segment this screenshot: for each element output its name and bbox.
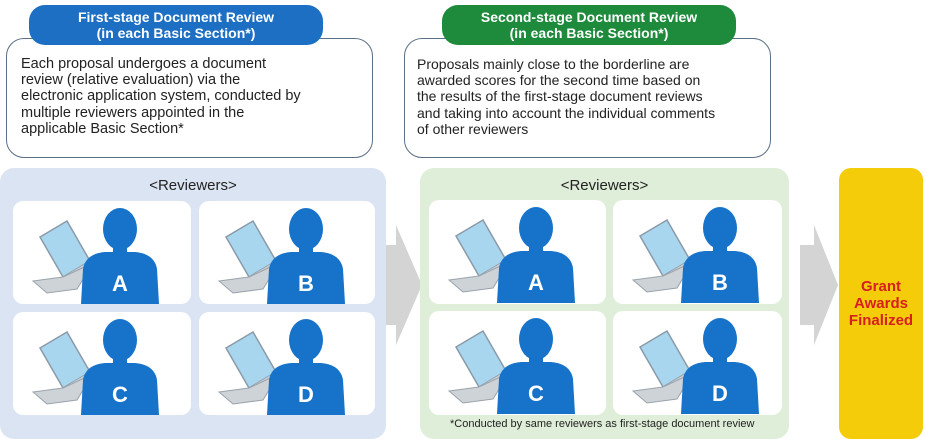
reviewer-person-icon [81,319,159,415]
reviewer-card-b: B [613,200,782,304]
stage1-title: First-stage Document Review (in each Bas… [29,5,323,45]
final-line: Finalized [848,312,914,329]
reviewer-letter: A [528,270,544,295]
final-line: Grant [860,278,901,295]
stage2-desc-line: of other reviewers [417,120,529,137]
stage2-description: Proposals mainly close to the borderline… [404,38,771,158]
stage2-reviewers-panel: <Reviewers> A B C D *Conducted by same r… [420,168,789,439]
reviewer-letter: B [298,271,314,296]
reviewer-letter: D [712,381,728,406]
flow-arrow-2 [800,225,838,345]
stage2-title: Second-stage Document Review (in each Ba… [442,5,736,45]
reviewer-letter: C [528,381,544,406]
reviewer-person-icon [497,207,575,303]
stage1-desc-line: applicable Basic Section* [21,120,184,137]
stage2-footnote: *Conducted by same reviewers as first-st… [450,418,755,430]
reviewer-illustration: A [31,208,159,304]
reviewer-illustration: C [31,319,159,415]
reviewer-person-icon [681,318,759,414]
reviewer-letter: D [298,382,314,407]
reviewer-card-a: A [429,200,606,304]
stage1-title-line2: (in each Basic Section*) [96,25,256,41]
reviewer-person-icon [267,319,345,415]
stage2-desc-line: awarded scores for the second time based… [417,72,701,89]
reviewer-card-d: D [199,312,375,415]
stage1-desc-line: electronic application system, conducted… [21,88,301,105]
stage1-desc-line: multiple reviewers appointed in the [21,104,245,121]
grant-awards-finalized: Grant Awards Finalized [839,168,923,439]
reviewer-letter: A [112,271,128,296]
reviewer-illustration: C [447,318,575,414]
stage2-desc-line: Proposals mainly close to the borderline… [417,56,690,72]
reviewer-letter: B [712,270,728,295]
laptop-icon [31,219,95,294]
reviewer-person-icon [81,208,159,304]
stage2-desc-line: the results of the first-stage document … [417,88,703,105]
reviewer-card-c: C [13,312,191,415]
final-line: Awards [854,295,908,312]
reviewer-card-b: B [199,201,375,304]
reviewer-illustration: D [217,319,345,415]
stage2-desc-line: and taking into account the individual c… [417,104,716,121]
reviewer-card-d: D [613,311,782,415]
reviewer-letter: C [112,382,128,407]
reviewer-illustration: B [631,207,759,303]
stage1-desc-line: review (relative evaluation) via the [21,72,241,89]
reviewer-illustration: D [631,318,759,414]
reviewer-card-c: C [429,311,606,415]
reviewer-person-icon [267,208,345,304]
stage1-reviewers-panel: <Reviewers> A B C D [0,168,386,439]
stage1-description: Each proposal undergoes a document revie… [6,38,373,158]
flow-arrow-1 [378,225,422,345]
stage2-title-line1: Second-stage Document Review [480,9,698,25]
stage2-title-line2: (in each Basic Section*) [509,25,669,41]
reviewer-person-icon [497,318,575,414]
stage1-title-line1: First-stage Document Review [77,9,275,25]
stage1-reviewers-title: <Reviewers> [149,177,237,194]
reviewer-card-a: A [13,201,191,304]
reviewer-illustration: A [447,207,575,303]
stage1-desc-line: Each proposal undergoes a document [21,56,267,72]
reviewer-person-icon [681,207,759,303]
reviewer-illustration: B [217,208,345,304]
stage2-reviewers-title: <Reviewers> [560,177,649,194]
